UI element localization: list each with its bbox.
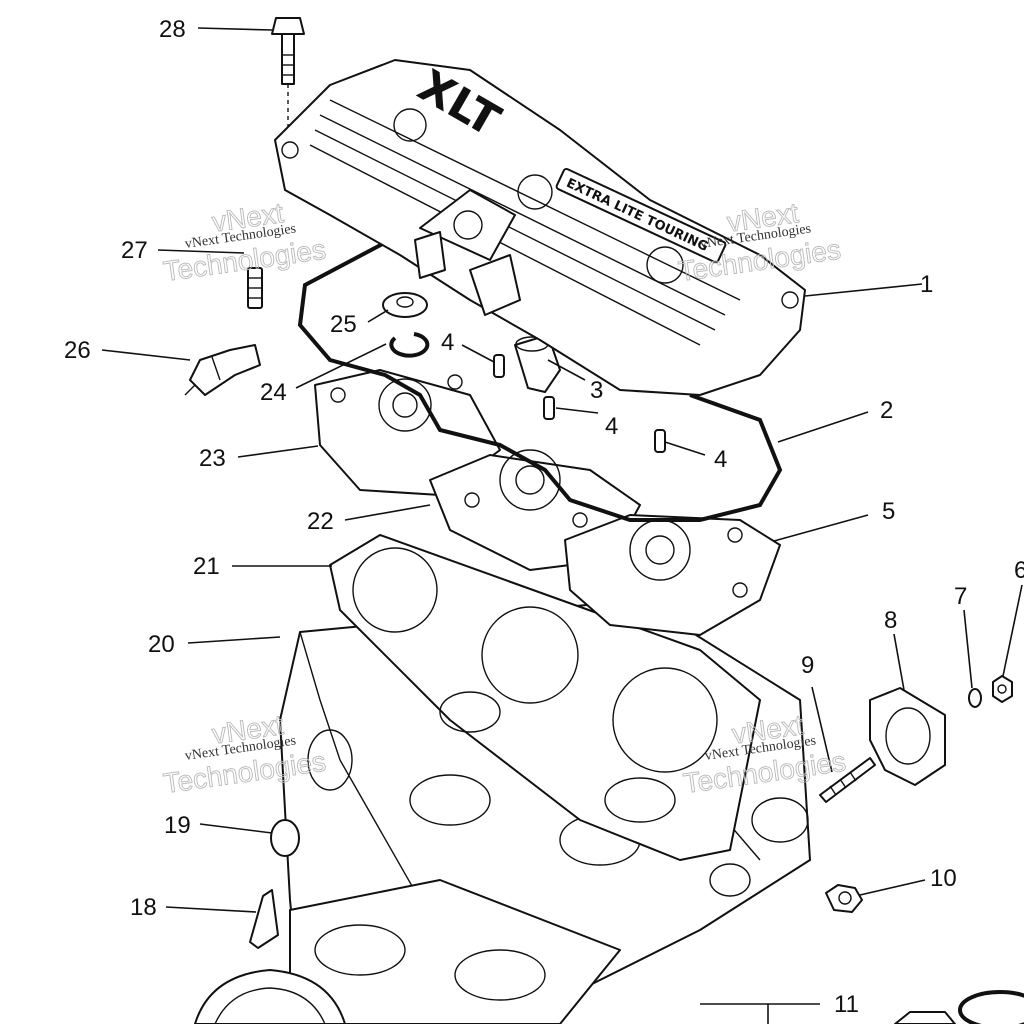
callout-8: 8 bbox=[884, 607, 897, 634]
callout-9: 9 bbox=[801, 652, 814, 679]
callout-4-c: 4 bbox=[714, 446, 727, 473]
washer-7 bbox=[968, 688, 982, 708]
cover-plate bbox=[869, 687, 946, 786]
dowel-pin-3 bbox=[654, 429, 666, 453]
nut-6 bbox=[992, 675, 1013, 703]
leader-1 bbox=[804, 283, 923, 297]
leader-4b bbox=[555, 407, 599, 414]
callout-7: 7 bbox=[954, 583, 967, 610]
leader-6 bbox=[1002, 584, 1023, 677]
dowel-pin-1 bbox=[493, 354, 505, 378]
leader-7 bbox=[963, 609, 973, 689]
flange-nut-10 bbox=[825, 884, 863, 913]
callout-19: 19 bbox=[164, 812, 191, 839]
watermark-bottom-right: vNext Technologies vNext Technologies bbox=[681, 709, 848, 800]
callout-24: 24 bbox=[260, 379, 287, 406]
callout-1: 1 bbox=[920, 271, 933, 298]
stud-9 bbox=[819, 757, 876, 803]
o-ring-small bbox=[389, 332, 430, 358]
leader-18 bbox=[165, 906, 257, 913]
callout-4-a: 4 bbox=[441, 329, 454, 356]
leader-25 bbox=[367, 309, 389, 323]
callout-28: 28 bbox=[159, 16, 186, 43]
cylinder-head-right bbox=[564, 514, 781, 636]
callout-22: 22 bbox=[307, 508, 334, 535]
leader-4a bbox=[461, 344, 495, 363]
leader-8 bbox=[893, 633, 905, 691]
callout-27: 27 bbox=[121, 237, 148, 264]
leader-2 bbox=[777, 411, 869, 443]
callout-4-b: 4 bbox=[605, 413, 618, 440]
callout-3: 3 bbox=[590, 377, 603, 404]
leader-20 bbox=[187, 636, 281, 644]
callout-11: 11 bbox=[834, 991, 859, 1018]
stud bbox=[247, 267, 263, 309]
cylinder-head-cover: XLT EXTRA LITE TOURING bbox=[274, 59, 806, 396]
callout-6: 6 bbox=[1014, 557, 1024, 584]
callout-2: 2 bbox=[880, 397, 893, 424]
callout-23: 23 bbox=[199, 445, 226, 472]
callout-10: 10 bbox=[930, 865, 957, 892]
temperature-sensor bbox=[184, 344, 261, 396]
leader-19 bbox=[199, 823, 273, 834]
leader-22 bbox=[344, 504, 431, 521]
head-gasket bbox=[329, 534, 761, 861]
leader-3 bbox=[547, 359, 586, 381]
exhaust-gasket bbox=[194, 969, 346, 1024]
callout-25: 25 bbox=[330, 311, 357, 338]
callout-21: 21 bbox=[193, 553, 220, 580]
leader-23 bbox=[237, 445, 319, 458]
leader-10 bbox=[859, 879, 926, 896]
leader-5 bbox=[773, 514, 869, 542]
dowel-pin-2 bbox=[543, 396, 555, 420]
watermark-top-left: vNext Technologies vNext Technologies bbox=[161, 197, 328, 288]
washer bbox=[382, 292, 428, 318]
callout-5: 5 bbox=[882, 498, 895, 525]
leader-26 bbox=[101, 349, 191, 361]
leader-24 bbox=[295, 343, 387, 389]
plug-19 bbox=[270, 819, 300, 857]
bleed-screw-18 bbox=[249, 889, 279, 949]
callout-20: 20 bbox=[148, 631, 175, 658]
cover-bolt bbox=[271, 17, 305, 150]
callout-18: 18 bbox=[130, 894, 157, 921]
leader-9 bbox=[811, 686, 833, 773]
leader-28 bbox=[197, 27, 273, 31]
leader-4c bbox=[664, 441, 706, 456]
leader-27 bbox=[157, 249, 245, 254]
callout-26: 26 bbox=[64, 337, 91, 364]
cover-seal-gasket bbox=[297, 238, 783, 522]
o-ring-lower-right bbox=[894, 990, 1024, 1024]
